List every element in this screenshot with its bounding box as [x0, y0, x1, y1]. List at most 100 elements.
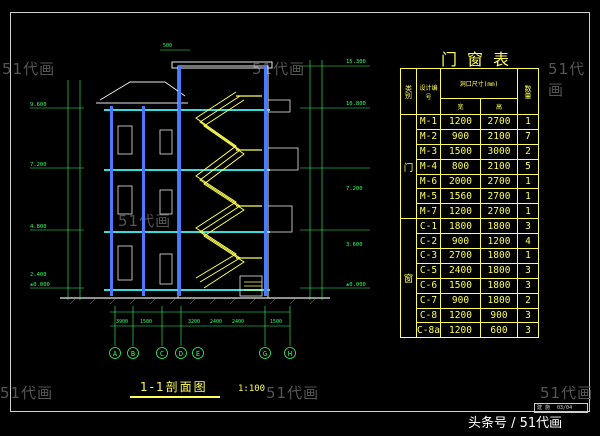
- schedule-cell-code: M-2: [416, 128, 441, 145]
- schedule-cell-code: M-5: [416, 188, 441, 205]
- schedule-cell-height: 1800: [480, 277, 518, 294]
- schedule-cell-width: 1200: [440, 322, 481, 339]
- schedule-cell-width: 1500: [440, 143, 481, 160]
- schedule-cell-count: 1: [517, 114, 539, 130]
- schedule-header-row: 类别 设计编号 洞口尺寸(mm) 数量: [400, 68, 539, 115]
- elevation-2: 10.800: [346, 101, 366, 107]
- schedule-cell-width: 2000: [440, 173, 481, 190]
- schedule-cell-height: 900: [480, 307, 518, 324]
- schedule-cell-count: 3: [517, 307, 539, 324]
- elevation-1: 15.300: [346, 59, 366, 65]
- schedule-cell-height: 1800: [480, 248, 518, 264]
- openings: [117, 125, 173, 285]
- schedule-cell-width: 2700: [440, 248, 481, 264]
- watermark: 51代画: [266, 384, 320, 402]
- elevation-4: 3.600: [346, 242, 363, 248]
- entrance-steps: [244, 281, 262, 291]
- axis-label-c: C: [160, 350, 164, 358]
- schedule-cell-code: C-5: [416, 262, 441, 279]
- schedule-cell-width: 900: [440, 233, 481, 250]
- schedule-cell-width: 1200: [440, 203, 481, 220]
- header-count: 数量: [517, 68, 539, 115]
- axis-label-e: E: [196, 350, 200, 358]
- schedule-cell-width: 900: [440, 292, 481, 309]
- title-block-discipline: 建 施: [537, 405, 551, 411]
- left-roof: [99, 81, 186, 101]
- header-category: 类别: [400, 68, 417, 115]
- schedule-cell-height: 1800: [480, 292, 518, 309]
- drawing-title: 1-1剖面图: [140, 380, 208, 394]
- schedule-cell-height: 3000: [480, 143, 518, 160]
- schedule-cell-code: C-8a: [416, 322, 441, 339]
- schedule-cell-height: 2700: [480, 188, 518, 205]
- left-level-5: ±0.000: [30, 282, 50, 288]
- schedule-cell-code: M-1: [416, 114, 441, 130]
- schedule-cell-width: 1200: [440, 114, 481, 130]
- watermark: 51代画: [548, 60, 586, 99]
- schedule-cell-height: 1800: [480, 218, 518, 235]
- schedule-cell-code: C-6: [416, 277, 441, 294]
- elevation-3: 7.200: [346, 186, 363, 192]
- bottom-dimension-lines: [110, 306, 291, 346]
- schedule-cell-code: C-7: [416, 292, 441, 309]
- schedule-category: 窗: [400, 218, 417, 339]
- watermark: 51代画: [0, 384, 54, 402]
- bottom-dim-3: 3200: [188, 319, 200, 325]
- stair-landings: [236, 95, 262, 259]
- schedule-cell-height: 1800: [480, 262, 518, 279]
- floor-slabs: [104, 109, 270, 291]
- schedule-cell-count: 1: [517, 248, 539, 264]
- schedule-cell-code: C-2: [416, 233, 441, 250]
- axis-label-a: A: [113, 350, 118, 358]
- schedule-cell-width: 1500: [440, 277, 481, 294]
- bottom-dim-2: 1500: [140, 319, 152, 325]
- watermark: 51代画: [540, 384, 594, 402]
- top-dimension: 500: [163, 43, 172, 49]
- bottom-dim-6: 1500: [270, 319, 282, 325]
- bottom-dim-5: 2400: [232, 319, 244, 325]
- drawing-scale: 1:100: [238, 384, 266, 394]
- schedule-cell-width: 900: [440, 128, 481, 145]
- axis-label-g: G: [263, 350, 267, 358]
- elevation-5: ±0.000: [346, 282, 366, 288]
- title-block: 建 施 03/04: [534, 403, 588, 413]
- bottom-dim-4: 2400: [210, 319, 222, 325]
- schedule-cell-height: 2700: [480, 203, 518, 220]
- schedule-cell-code: C-8: [416, 307, 441, 324]
- left-level-1: 9.600: [30, 102, 47, 108]
- schedule-cell-count: 2: [517, 292, 539, 309]
- schedule-cell-count: 1: [517, 188, 539, 205]
- schedule-cell-height: 2100: [480, 158, 518, 175]
- columns: [110, 66, 267, 296]
- title-block-sheet: 03/04: [557, 405, 573, 411]
- left-level-2: 7.200: [30, 162, 47, 168]
- schedule-cell-width: 1560: [440, 188, 481, 205]
- axis-label-h: H: [288, 350, 292, 358]
- bottom-dim-1: 3900: [116, 319, 128, 325]
- schedule-cell-width: 800: [440, 158, 481, 175]
- axis-label-d: D: [179, 350, 183, 358]
- schedule-cell-code: M-4: [416, 158, 441, 175]
- schedule-cell-width: 1800: [440, 218, 481, 235]
- left-level-3: 4.800: [30, 224, 47, 230]
- balconies: [239, 99, 299, 297]
- left-level-4: 2.400: [30, 272, 47, 278]
- schedule-cell-count: 3: [517, 322, 539, 339]
- schedule-cell-height: 2700: [480, 114, 518, 130]
- schedule-cell-count: 1: [517, 203, 539, 220]
- parapet: [171, 61, 273, 69]
